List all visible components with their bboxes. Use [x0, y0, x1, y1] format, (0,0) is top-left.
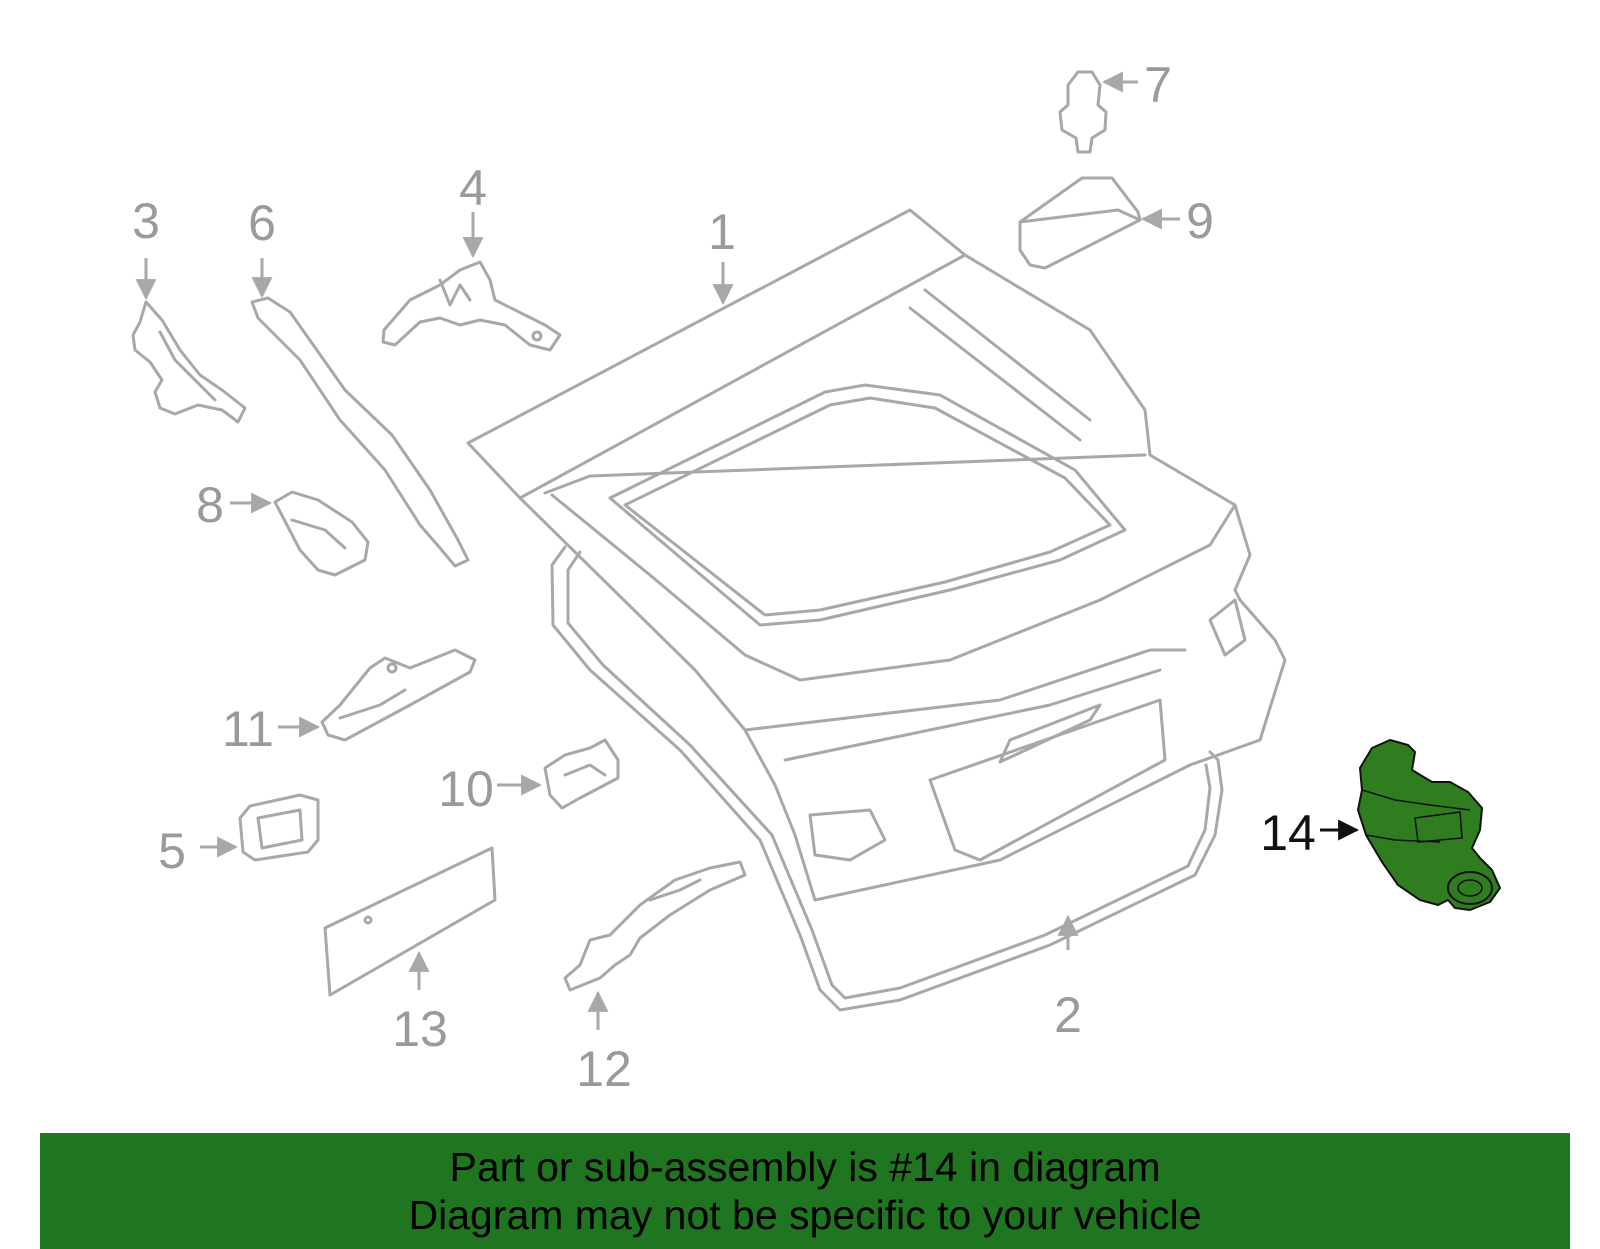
part-14-camera-highlighted — [1357, 739, 1501, 911]
part-12-striker — [563, 860, 747, 992]
info-banner: Part or sub-assembly is #14 in diagram D… — [40, 1133, 1570, 1249]
callout-10: 10 — [438, 761, 494, 817]
callout-12: 12 — [576, 1041, 632, 1097]
part-6-strip — [250, 296, 470, 568]
callout-6: 6 — [248, 195, 276, 251]
part-7-clip — [1058, 70, 1108, 154]
part-3-trim — [131, 300, 247, 424]
callout-3: 3 — [132, 193, 160, 249]
part-9-light — [1018, 176, 1142, 270]
callout-2: 2 — [1054, 987, 1082, 1043]
part-1-tailgate — [466, 208, 1287, 902]
part-11-bracket — [320, 648, 477, 742]
banner-line-2: Diagram may not be specific to your vehi… — [408, 1192, 1202, 1238]
callout-4: 4 — [459, 160, 487, 216]
callout-8: 8 — [196, 477, 224, 533]
callout-1: 1 — [708, 204, 736, 260]
callout-11: 11 — [222, 701, 274, 757]
callout-labels: 1 2 3 4 5 6 7 8 9 10 11 12 13 14 — [132, 57, 1316, 1097]
part-2-seal — [550, 545, 1224, 1012]
part-8-bracket — [273, 490, 370, 577]
part-10-latch — [543, 738, 620, 810]
part-13-panel — [323, 846, 497, 997]
callout-14: 14 — [1260, 805, 1316, 861]
callout-5: 5 — [158, 823, 186, 879]
callout-9: 9 — [1186, 193, 1214, 249]
part-4-hinge — [381, 260, 562, 352]
leader-arrows — [135, 71, 1360, 1030]
callout-7: 7 — [1144, 57, 1172, 113]
callout-13: 13 — [392, 1001, 448, 1057]
banner-line-1: Part or sub-assembly is #14 in diagram — [449, 1144, 1161, 1190]
part-5-handle — [238, 793, 320, 862]
